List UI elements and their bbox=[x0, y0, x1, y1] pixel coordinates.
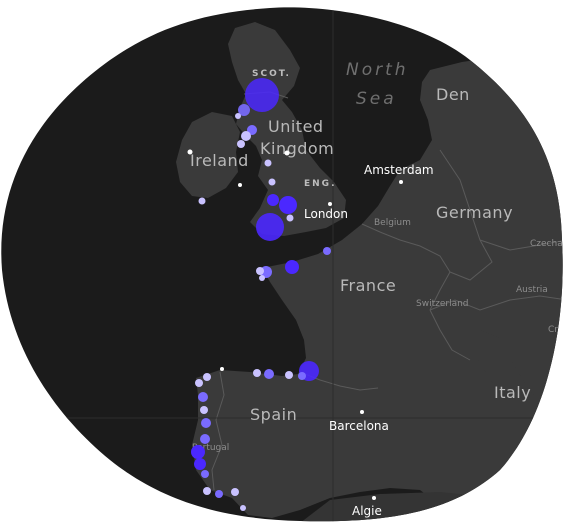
marker-ireland-south[interactable] bbox=[198, 197, 206, 205]
marker-cadiz[interactable] bbox=[240, 505, 246, 511]
marker-cantabria[interactable] bbox=[285, 371, 293, 379]
label-france: France bbox=[340, 276, 396, 295]
city-dot-amsterdam bbox=[399, 180, 403, 184]
marker-basque-coast[interactable] bbox=[298, 372, 306, 380]
landmass-great-britain bbox=[228, 22, 346, 236]
label-denmark: Den bbox=[436, 85, 470, 104]
marker-scotland-large[interactable] bbox=[245, 78, 279, 112]
marker-bristol[interactable] bbox=[267, 194, 279, 206]
label-north: North bbox=[346, 60, 409, 80]
label-england: ENG. bbox=[304, 179, 337, 189]
label-czechia: Czecha bbox=[530, 239, 563, 249]
city-dot-london bbox=[328, 202, 332, 206]
city-dot-united-kingdom bbox=[284, 150, 290, 156]
marker-asturias[interactable] bbox=[264, 369, 274, 379]
label-algiers: Algie bbox=[352, 504, 382, 518]
marker-devon[interactable] bbox=[286, 214, 294, 222]
marker-galicia-west[interactable] bbox=[198, 392, 208, 402]
marker-brittany-north[interactable] bbox=[285, 260, 299, 274]
label-austria: Austria bbox=[516, 285, 548, 295]
border-central-europe bbox=[479, 239, 563, 251]
city-dot-barcelona bbox=[360, 410, 364, 414]
landmass-ireland bbox=[176, 112, 240, 198]
border-spain-portugal bbox=[211, 371, 225, 491]
marker-wales-mid[interactable] bbox=[264, 159, 272, 167]
label-spain: Spain bbox=[250, 405, 297, 424]
marker-southwest-england[interactable] bbox=[279, 196, 297, 214]
marker-algarve[interactable] bbox=[215, 490, 223, 498]
label-barcelona: Barcelona bbox=[329, 419, 389, 433]
marker-wales-north-3[interactable] bbox=[237, 140, 245, 148]
marker-wales-north-2[interactable] bbox=[241, 131, 251, 141]
marker-scotland-coast[interactable] bbox=[235, 113, 241, 119]
marker-porto[interactable] bbox=[200, 434, 210, 444]
marker-lisbon-south[interactable] bbox=[201, 470, 209, 478]
marker-alentejo[interactable] bbox=[203, 487, 211, 495]
label-ireland: Ireland bbox=[190, 151, 249, 170]
label-kingdom: Kingdom bbox=[260, 139, 334, 158]
label-germany: Germany bbox=[436, 203, 513, 222]
marker-layer bbox=[191, 78, 331, 511]
city-dot-algiers bbox=[372, 496, 376, 500]
marker-brittany-south[interactable] bbox=[259, 275, 265, 281]
label-switzerland: Switzerland bbox=[416, 299, 469, 309]
label-amsterdam: Amsterdam bbox=[364, 163, 434, 177]
label-croatia: Cro bbox=[548, 325, 564, 335]
marker-wales-south[interactable] bbox=[268, 178, 276, 186]
border-france-italy bbox=[429, 309, 471, 361]
label-london: London bbox=[304, 207, 348, 221]
marker-galicia-coast[interactable] bbox=[195, 379, 203, 387]
marker-algarve-east[interactable] bbox=[231, 488, 239, 496]
marker-galicia-north[interactable] bbox=[203, 373, 211, 381]
marker-galicia-south[interactable] bbox=[200, 406, 208, 414]
marker-cornwall-large[interactable] bbox=[256, 213, 284, 241]
label-united: United bbox=[268, 117, 324, 136]
marker-portugal-north[interactable] bbox=[201, 418, 211, 428]
marker-normandy[interactable] bbox=[323, 247, 331, 255]
border-alps bbox=[429, 295, 563, 311]
label-portugal: Portugal bbox=[192, 443, 229, 453]
landmass-continental-europe bbox=[192, 50, 563, 522]
marker-portugal-center[interactable] bbox=[191, 445, 205, 459]
marker-lisbon[interactable] bbox=[194, 458, 206, 470]
marker-brittany-tip[interactable] bbox=[256, 267, 264, 275]
marker-scotland-west[interactable] bbox=[238, 104, 250, 116]
city-dot-ireland bbox=[187, 149, 193, 155]
label-sea: Sea bbox=[356, 89, 397, 109]
city-dot-irish-coast bbox=[238, 183, 242, 187]
label-scotland: SCOT. bbox=[252, 69, 291, 79]
city-dot-galicia bbox=[220, 367, 224, 371]
label-italy: Italy bbox=[494, 383, 531, 402]
label-belgium: Belgium bbox=[374, 218, 411, 228]
marker-asturias-west[interactable] bbox=[253, 369, 261, 377]
border-france-belgium-germany bbox=[361, 223, 451, 311]
